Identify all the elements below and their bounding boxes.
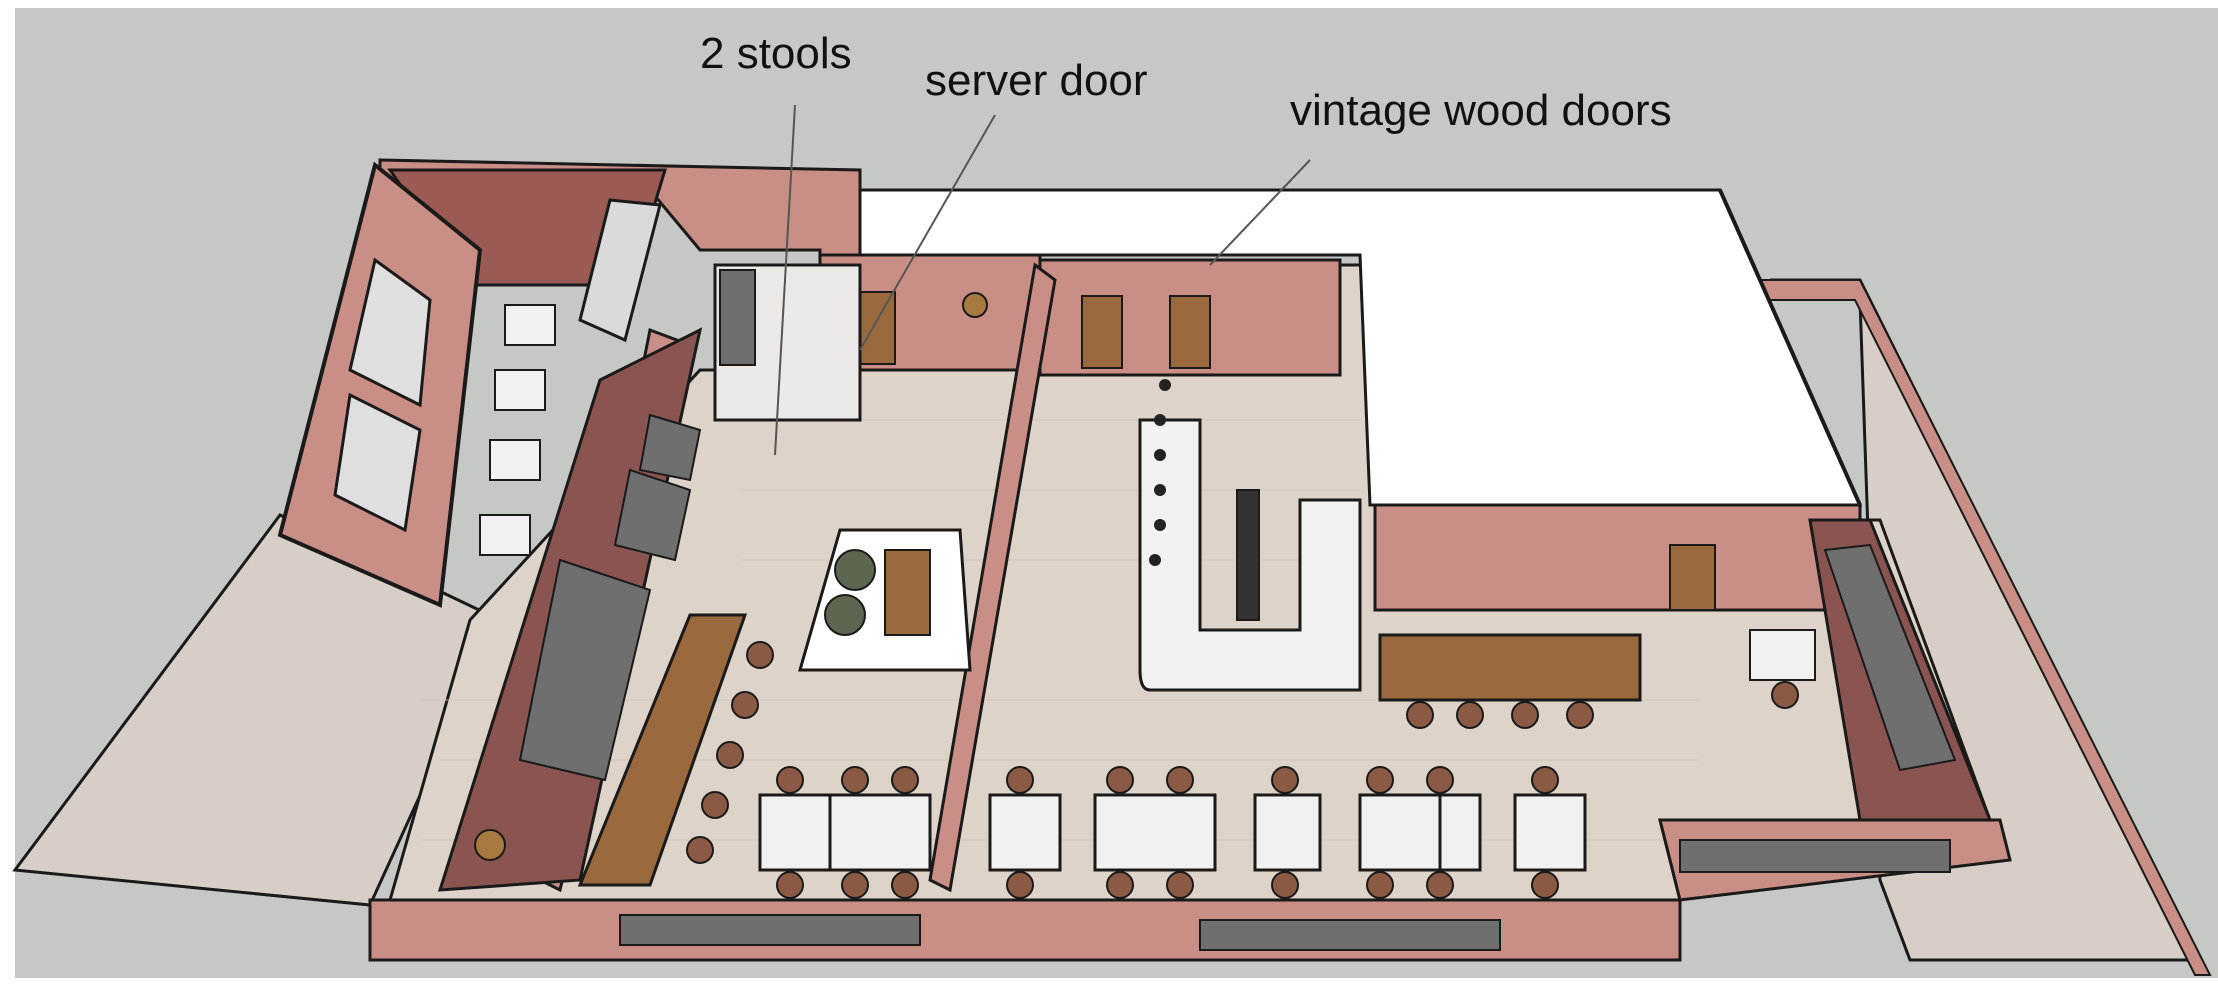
left-dining-glass-3	[638, 413, 702, 482]
front-right-window	[1679, 839, 1951, 873]
vintage-door-left	[1081, 295, 1123, 369]
entry-sconce	[474, 829, 506, 861]
lounge-pouf-2	[824, 594, 866, 636]
two-top-table-right	[1749, 629, 1816, 681]
left-dining-glass-1	[518, 558, 652, 782]
stools-leader-line	[774, 104, 796, 456]
front-window-2	[1199, 919, 1501, 951]
label-stools: 2 stools	[700, 29, 852, 78]
lounge-pouf-1	[834, 549, 876, 591]
kitchen-fridge	[719, 269, 756, 366]
left-dining-glass-2	[613, 468, 692, 562]
wall-sconce	[962, 292, 988, 318]
label-vintage-doors: vintage wood doors	[1290, 86, 1672, 135]
patio-seating	[479, 304, 556, 556]
right-room-back-wall	[1373, 503, 1862, 612]
chairs-front	[776, 766, 1559, 899]
right-window-glass	[1823, 543, 1957, 772]
bar-tv	[1236, 489, 1260, 621]
roof-edge	[1718, 189, 1862, 506]
right-room-door	[1669, 544, 1716, 611]
server-door	[854, 291, 896, 365]
bar-counter	[1138, 418, 1362, 692]
marble-tables	[758, 793, 1587, 872]
label-server-door: server door	[925, 56, 1148, 105]
bar-stools	[1149, 379, 1171, 566]
vintage-door-right	[1169, 295, 1211, 369]
communal-table-left	[577, 613, 748, 887]
lounge-coffee-table	[884, 549, 931, 636]
chairs-communal	[686, 641, 1799, 864]
vintage-doors-leader-line	[1209, 159, 1311, 266]
vestibule-glass	[578, 198, 662, 343]
server-door-leader-line	[859, 114, 996, 351]
front-window-1	[619, 914, 921, 946]
left-window-2	[333, 392, 422, 533]
left-window-1	[348, 257, 432, 408]
communal-table-right	[1378, 633, 1642, 702]
dining-partition-wall	[928, 262, 1057, 893]
